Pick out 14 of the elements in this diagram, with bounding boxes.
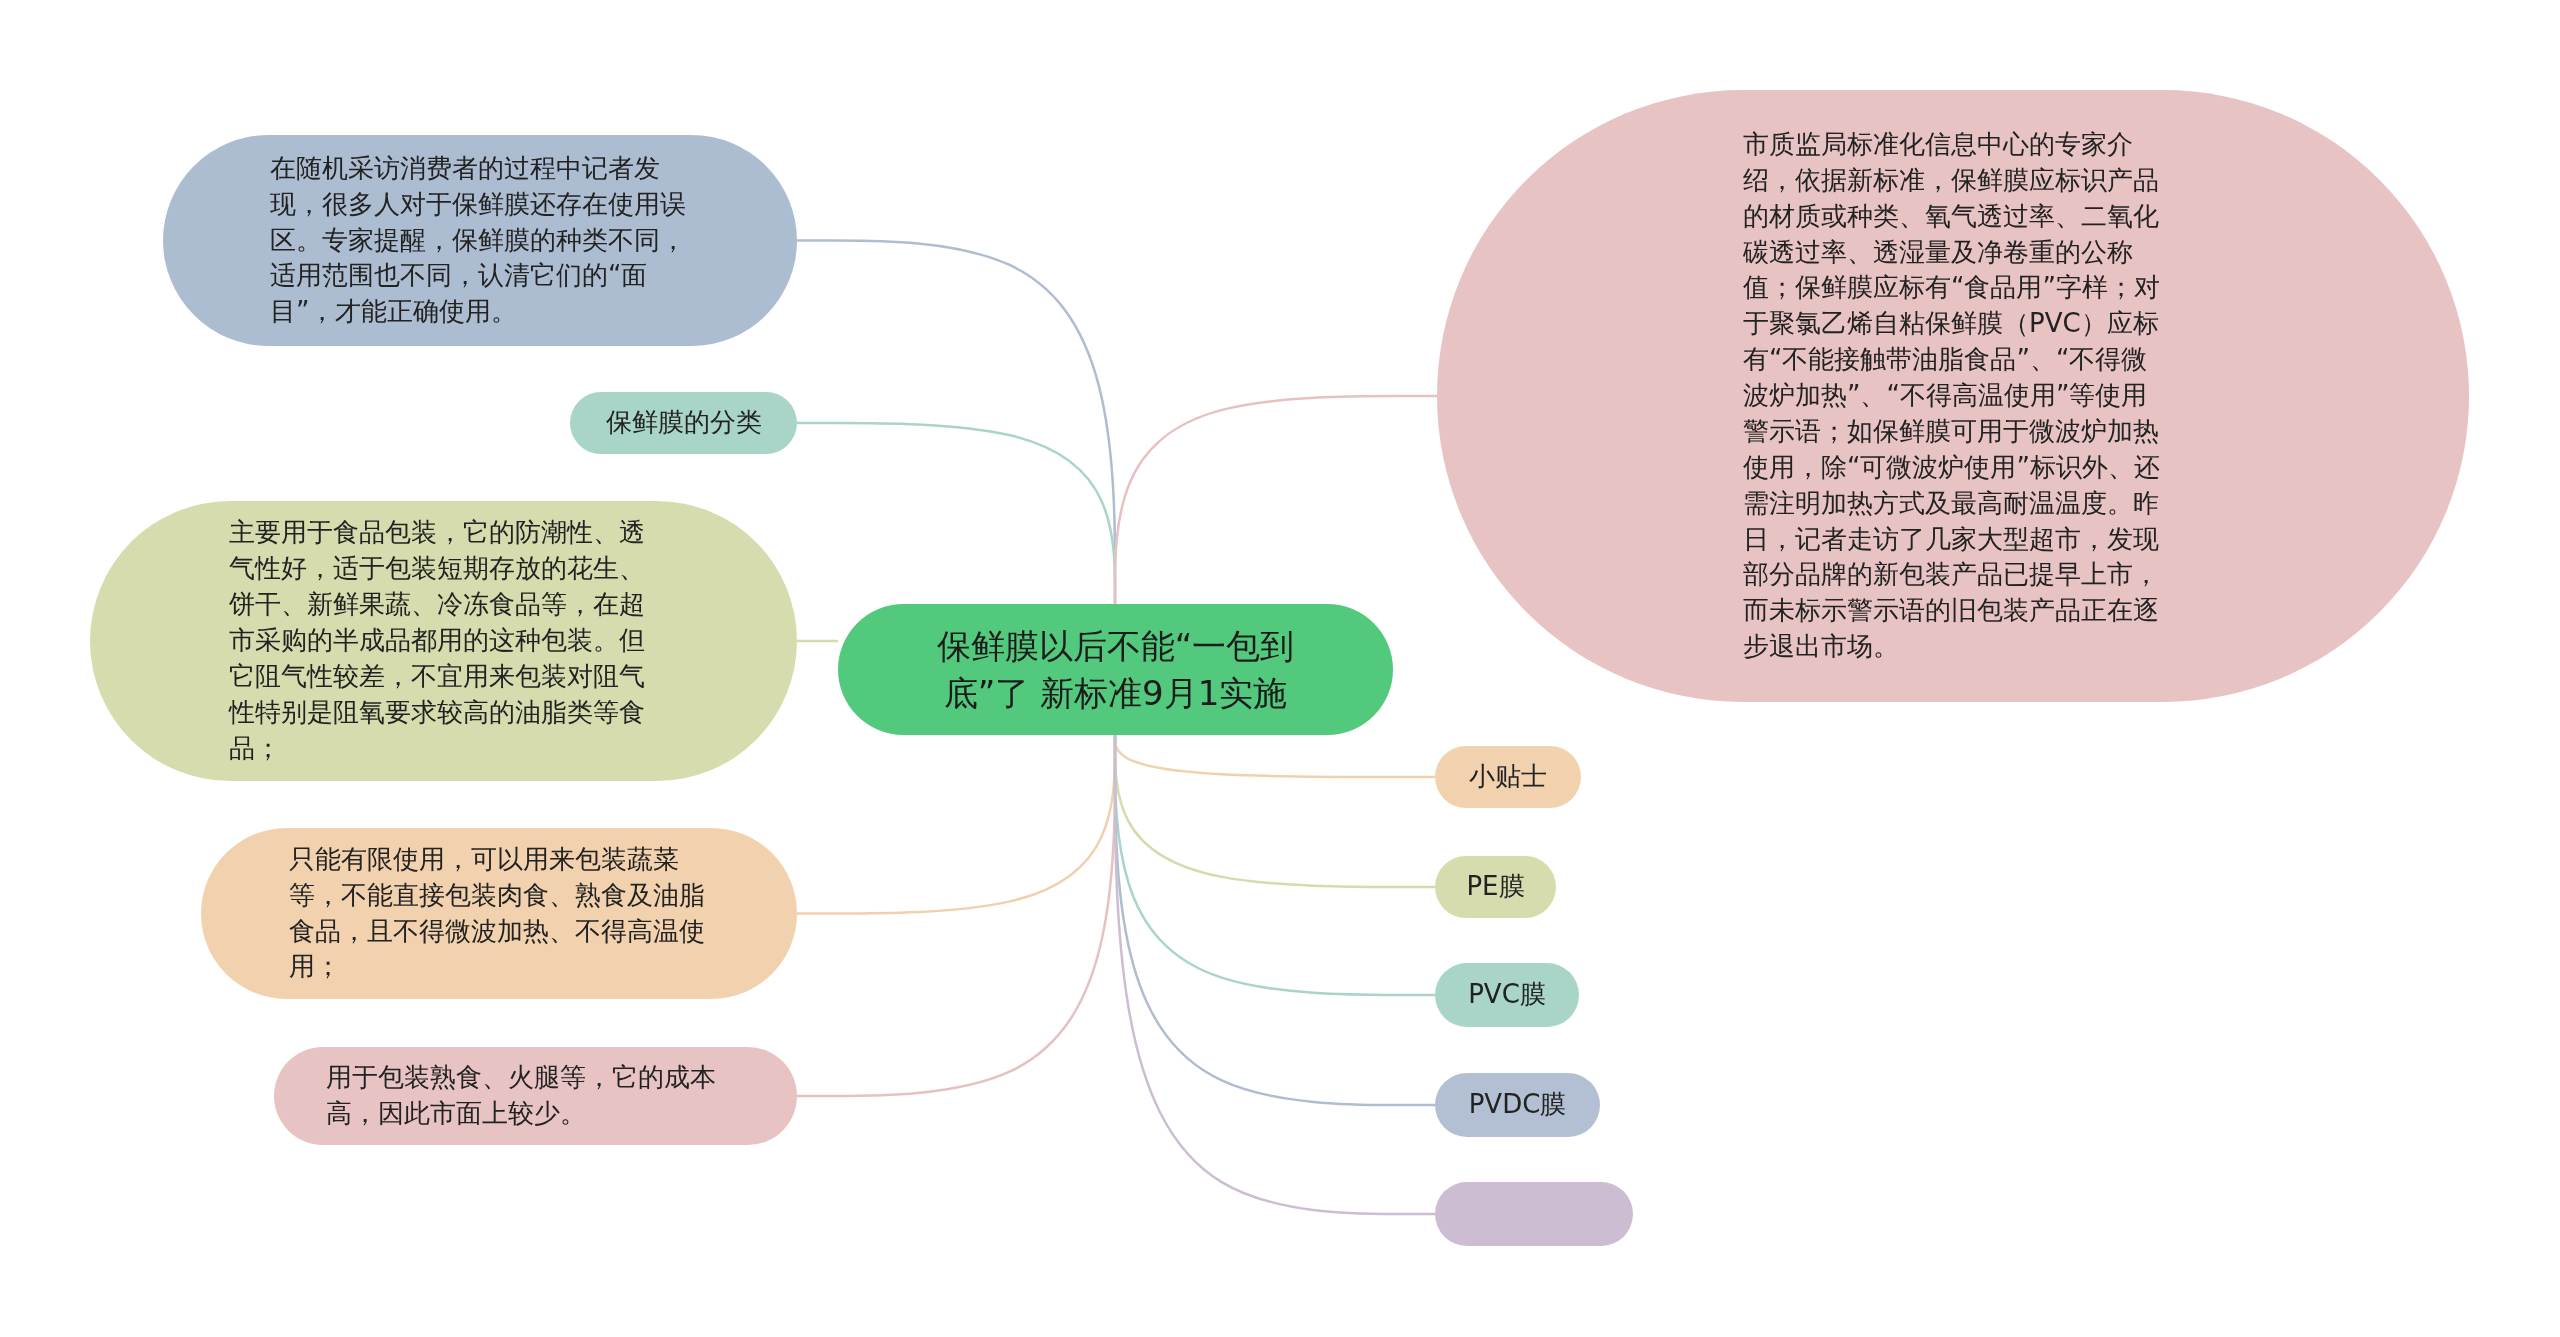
topic-text: 小贴士	[1468, 760, 1548, 794]
topic-text: 市质监局标准化信息中心的专家介绍，依据新标准，保鲜膜应标识产品的材质或种类、氧气透过率、二氧化碳透过率、透湿量及净卷重的公称值；保鲜膜应标有“食品用”字样；对于聚氯乙烯自粘保鲜膜（PVC）应标有“不能接触带油脂食品”、“不得微波炉加热”、“不得高温使用”等使用警示语；如保鲜膜可用于微波炉加热使用，除“可微波炉使用”标识外、还需注明加热方式及最高耐温温度。昨日，记者走访了几家大型超市，发现部分品牌的新包装产品已提早上市，而未标示警示语的旧包装产品正在逐步退出市场。	[1743, 127, 2161, 664]
topic-text: 保鲜膜的分类	[604, 406, 763, 440]
topic-text: PVC膜	[1467, 978, 1547, 1012]
topic-text: 主要用于食品包装，它的防潮性、透气性好，适于包装短期存放的花生、饼干、新鲜果蔬、冷冻食品等，在超市采购的半成品都用的这种包装。但它阻气性较差，不宜用来包装对阻气性特别是阻氧要求较高的油脂类等食品；	[228, 516, 646, 765]
topic-text: 只能有限使用，可以用来包装蔬菜等，不能直接包装肉食、熟食及油脂食品，且不得微波加热、不得高温使用；	[289, 842, 706, 984]
connector-line	[797, 639, 838, 643]
connector-line	[1113, 394, 1437, 604]
topic-text: 用于包装熟食、火腿等，它的成本高，因此市面上较少。	[325, 1061, 717, 1130]
topic-text: PVDC膜	[1467, 1088, 1568, 1122]
central-topic-text: 保鲜膜以后不能“一包到底”了 新标准9月1实施	[935, 624, 1296, 715]
topic-text: 在随机采访消费者的过程中记者发现，很多人对于保鲜膜还存在使用误区。专家提醒，保鲜膜的种类不同，适用范围也不同，认清它们的“面目”，才能正确使用。	[270, 151, 687, 329]
topic-text: PE膜	[1465, 870, 1526, 904]
connector-line	[1113, 735, 1435, 1216]
